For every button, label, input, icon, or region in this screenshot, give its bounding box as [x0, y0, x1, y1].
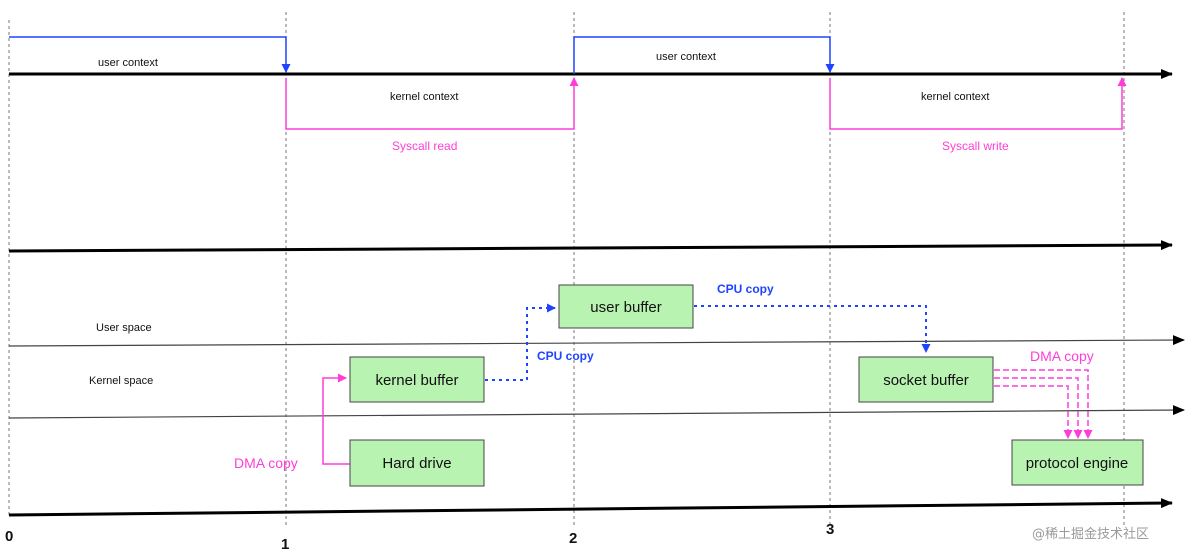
time-axis-arrow [8, 498, 1173, 517]
hard-drive-box: Hard drive [349, 439, 485, 487]
syscall-write-label: Syscall write [942, 139, 1009, 153]
user-buffer-box: user buffer [558, 284, 694, 329]
watermark: @稀土掘金技术社区 [1032, 526, 1149, 542]
kernel-context-label-1: kernel context [390, 91, 458, 103]
user-context-label-2: user context [656, 51, 716, 63]
time-tick-1: 1 [281, 536, 289, 549]
user-context-line-2 [573, 36, 835, 74]
protocol-engine-label: protocol engine [1026, 455, 1129, 472]
cpu-copy-label-1: CPU copy [537, 349, 594, 363]
socket-buffer-label: socket buffer [883, 372, 969, 389]
cpu-copy-label-2: CPU copy [717, 282, 774, 296]
kernel-space-label: Kernel space [89, 375, 153, 387]
syscall-read-label: Syscall read [392, 139, 457, 153]
kernel-space-separator [8, 405, 1185, 419]
user-context-label-1: user context [98, 57, 158, 69]
hard-drive-label: Hard drive [382, 455, 451, 472]
dma-copy-label-1: DMA copy [234, 455, 298, 471]
dma-copy-label-2: DMA copy [1030, 348, 1094, 364]
time-markers [8, 12, 1125, 528]
kernel-context-line-2 [829, 77, 1127, 130]
user-space-separator [8, 335, 1185, 347]
dma-copy-arrow-2a [994, 369, 1093, 439]
kernel-context-label-2: kernel context [921, 91, 989, 103]
kernel-buffer-label: kernel buffer [375, 372, 458, 389]
protocol-engine-box: protocol engine [1011, 439, 1144, 486]
dma-copy-arrow-2b [994, 377, 1083, 439]
time-tick-2: 2 [569, 530, 577, 547]
socket-buffer-box: socket buffer [858, 356, 994, 403]
cpu-copy-arrow-1 [485, 303, 556, 381]
buffer-axis-arrow [8, 240, 1173, 253]
time-tick-3: 3 [826, 521, 834, 538]
user-space-label: User space [96, 322, 152, 334]
dma-copy-arrow-1 [322, 373, 350, 465]
kernel-buffer-box: kernel buffer [349, 356, 485, 403]
kernel-context-line-1 [285, 77, 579, 130]
user-context-line-1 [9, 36, 291, 73]
time-tick-0: 0 [5, 528, 13, 545]
user-buffer-label: user buffer [590, 299, 661, 316]
dma-copy-arrow-2c [994, 385, 1073, 439]
cpu-copy-arrow-2 [694, 305, 931, 353]
dma-copy-arrows-2 [994, 369, 1093, 439]
